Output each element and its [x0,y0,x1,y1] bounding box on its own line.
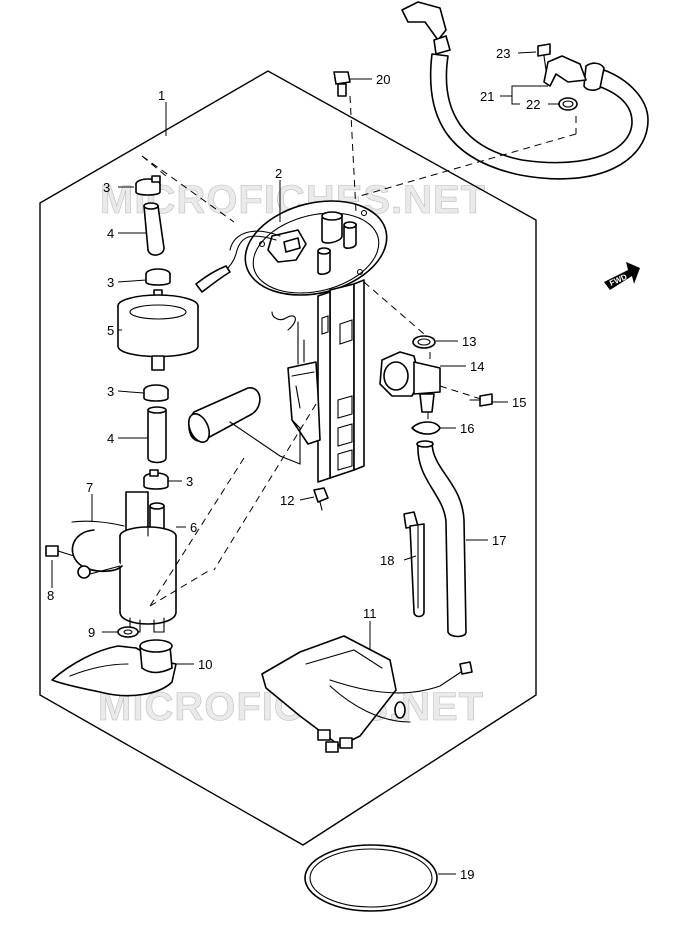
callout-11: 11 [363,606,377,621]
screw-15 [469,393,493,407]
callout-4a: 4 [107,226,114,241]
pump-holder-10 [51,639,177,697]
callout-23: 23 [496,46,510,61]
callout-7: 7 [86,480,93,495]
pressure-regulator-14 [379,351,441,413]
callout-3d: 3 [186,474,193,489]
callout-3c: 3 [107,384,114,399]
leader-lines [51,51,560,875]
callout-3b: 3 [107,275,114,290]
fuel-level-float [187,387,301,465]
tie-strap-18 [403,511,425,618]
fuel-filter-chain [117,175,199,490]
o-ring-19-inner [309,848,433,908]
assembly-outline [39,70,537,846]
callout-labels: 1 2 3 3 3 3 4 4 5 6 7 8 9 10 11 12 13 14… [47,46,540,882]
callout-3a: 3 [103,180,110,195]
forward-label: FWD [608,272,629,288]
clip-16 [411,421,441,435]
callout-1: 1 [158,88,165,103]
watermark-top: MICROFICHES.NET [100,178,486,222]
callout-22: 22 [526,97,540,112]
forward-arrow-icon: FWD [604,262,640,290]
callout-10: 10 [198,657,212,672]
washer-9 [117,626,139,638]
callout-18: 18 [380,553,394,568]
callout-6: 6 [190,520,197,535]
callout-9: 9 [88,625,95,640]
o-ring-19 [304,844,438,912]
pump-bracket-frame [271,279,365,483]
callout-5: 5 [107,323,114,338]
callout-14: 14 [470,359,484,374]
callout-16: 16 [460,421,474,436]
callout-20: 20 [376,72,390,87]
bolt-12 [313,487,329,511]
callout-15: 15 [512,395,526,410]
callout-21: 21 [480,89,494,104]
callout-19: 19 [460,867,474,882]
callout-13: 13 [462,334,476,349]
callout-12: 12 [280,493,294,508]
bracket-plate-11 [261,635,473,753]
callout-4b: 4 [107,431,114,446]
assembly-dashed-lines [141,95,485,607]
callout-8: 8 [47,588,54,603]
fuel-hose-assembly [359,1,649,197]
callout-2: 2 [275,166,282,181]
fuel-pump-motor [45,491,177,633]
gasket-13 [412,335,436,349]
bolt-20 [333,71,351,97]
pump-module-flange [195,200,388,296]
return-hose-17 [416,440,467,638]
callout-17: 17 [492,533,506,548]
